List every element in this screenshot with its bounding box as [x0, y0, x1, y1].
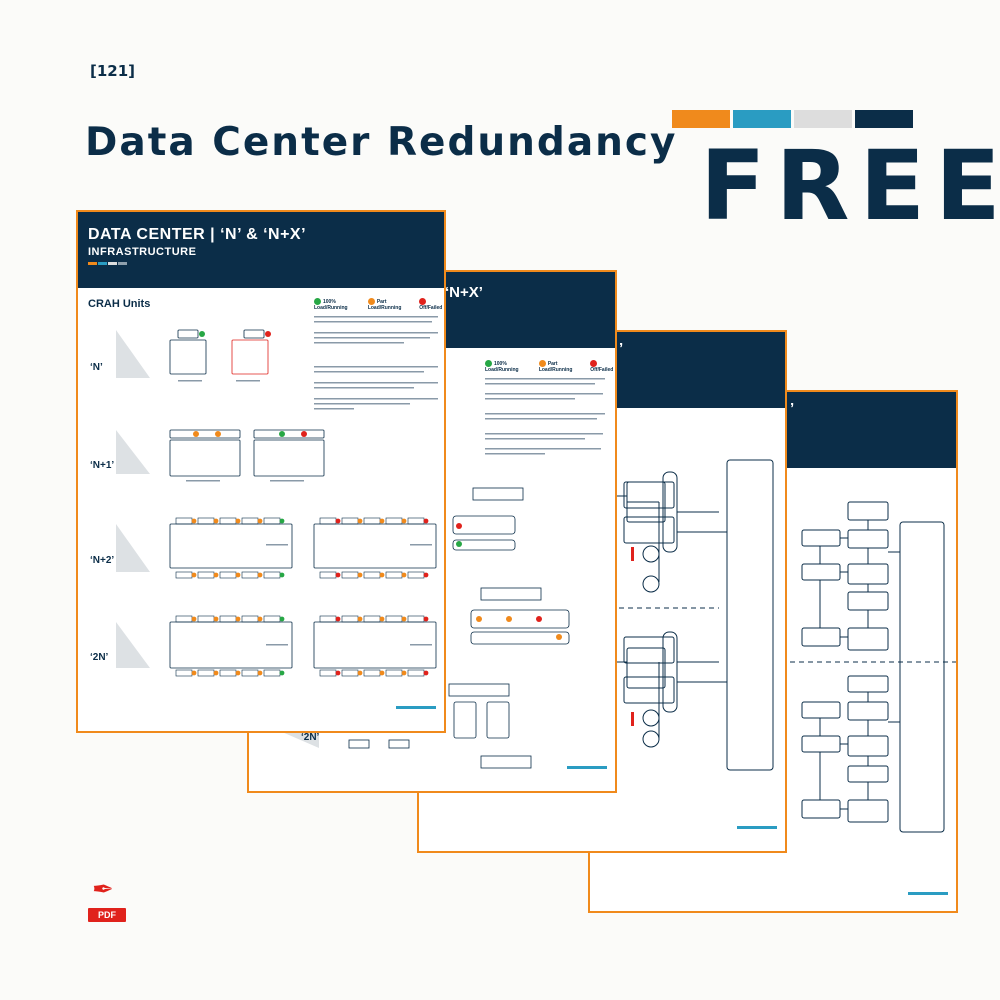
product-number: [121] [90, 62, 136, 80]
free-badge: FREE [700, 130, 1000, 242]
sheet-subtitle: INFRASTRUCTURE [88, 246, 197, 258]
ups-diagram [790, 501, 956, 895]
crah-diagram [116, 316, 438, 709]
section-title: CRAH Units [88, 298, 151, 310]
row-label-2n: ‘2N’ [90, 652, 109, 663]
sheet-heading: ‘N+X’ [445, 284, 483, 301]
preview-sheet-1: DATA CENTER | ‘N’ & ‘N+X’ INFRASTRUCTURE… [76, 210, 446, 733]
row-label-n1: ‘N+1’ [90, 460, 115, 471]
legend: 100% Load/Running Part Load/Running Off/… [314, 298, 443, 311]
pdf-icon[interactable]: ✒ PDF [88, 876, 126, 924]
row-label-2n: ‘2N’ [301, 732, 320, 743]
pdf-label: PDF [88, 908, 126, 922]
power-path-diagram [599, 459, 777, 829]
sheet-header: DATA CENTER | ‘N’ & ‘N+X’ INFRASTRUCTURE [78, 212, 444, 288]
page-title: Data Center Redundancy [85, 120, 678, 165]
legend: 100% Load/Running Part Load/Running Off/… [485, 360, 614, 373]
brand-color-bars [672, 110, 913, 128]
row-label-n2: ‘N+2’ [90, 555, 115, 566]
sheet-title: DATA CENTER | ‘N’ & ‘N+X’ [88, 226, 307, 243]
row-label-n: ‘N’ [90, 362, 103, 373]
